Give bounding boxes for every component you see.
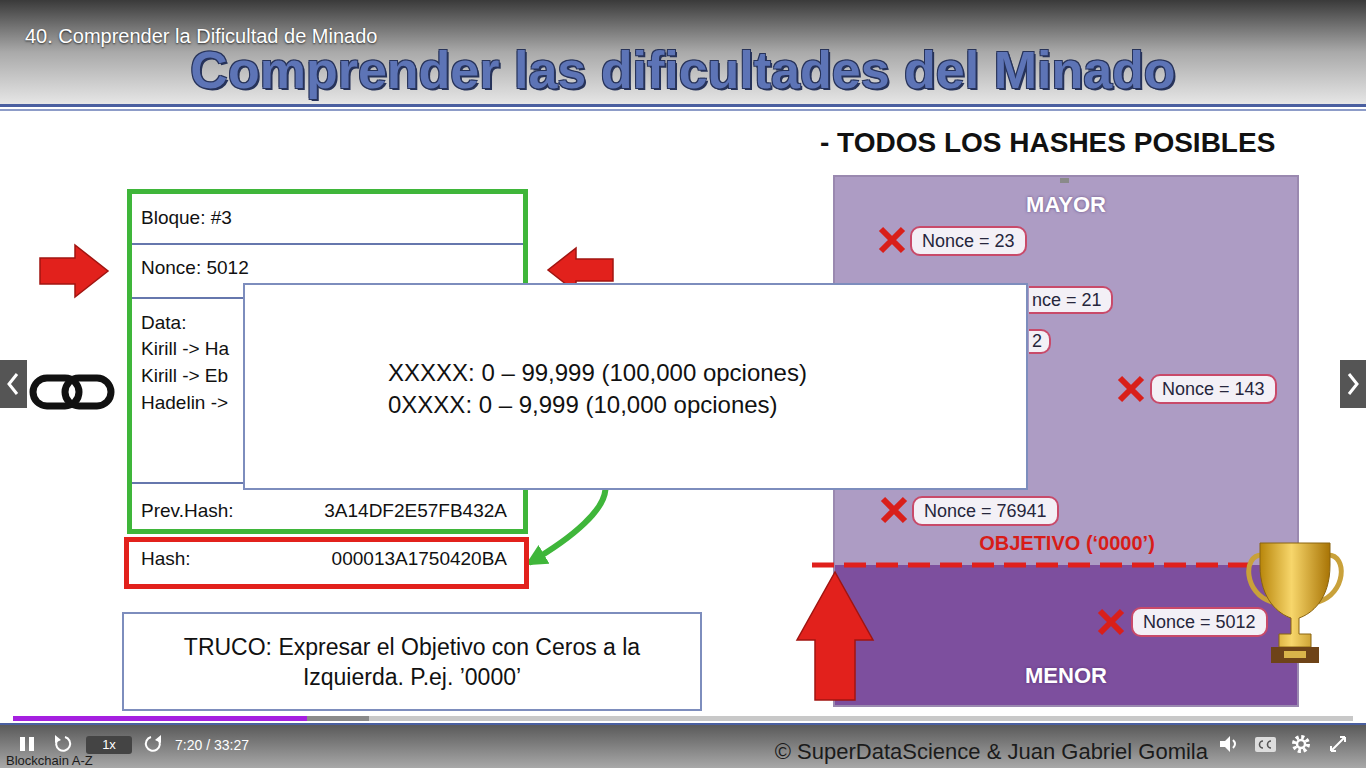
block-box-text: Kirill -> Ha [141,338,229,360]
volume-icon [1233,740,1235,748]
winning-pill: Nonce = 5012 [1131,607,1268,637]
hash-box-text: 000013A1750420BA [332,548,507,570]
block-box-text: Prev.Hash: [141,500,234,522]
reject-mark [1100,611,1122,633]
popup-box-text: XXXXX: 0 – 99,999 (100,000 opciones) [388,359,807,387]
block-box-text: Data: [141,312,186,334]
title-band [0,0,1366,104]
hash-box: Hash: 000013A1750420BA [124,537,529,589]
reject-mark [883,499,905,521]
trophy-plate [1284,651,1306,658]
chain-ring [65,378,111,406]
block-box-text: Hadelin -> [141,392,228,414]
nonce-pill: Nonce = 76941 [912,496,1059,526]
nav-chevron [1349,374,1357,394]
pause-icon [29,737,34,751]
upper-zone-text: MAYOR [834,192,1298,218]
nav-button [1340,360,1366,408]
block-box-text: 3A14DF2E57FB432A [324,500,507,522]
trophy-cup [1260,543,1330,647]
hash-space-text: - TODOS LOS HASHES POSIBLES [820,126,1275,160]
speed-button [86,736,132,754]
nav-button [0,360,27,408]
reject-mark [1120,378,1142,400]
captions-icon [1255,737,1276,752]
hash-box-text: Hash: [141,548,191,570]
tip-box-text: TRUCO: Expresar el Objetivo con Ceros a … [146,632,678,692]
trophy-base [1271,647,1319,663]
up-arrow [797,572,873,700]
replay-icon [55,735,61,743]
trophy [1249,543,1342,663]
volume-icon [1220,736,1230,752]
title-rule [0,104,1366,107]
target-line [812,563,1256,568]
nonce-pill: Nonce = 143 [1150,374,1277,404]
top-marker [1060,178,1069,183]
lower-zone: MENOR Nonce = 5012 [834,565,1298,706]
lower-zone-fill [834,565,1298,706]
progress-track [13,716,1353,721]
tip-box: TRUCO: Expresar el Objetivo con Ceros a … [122,612,702,711]
settings-icon [1294,737,1308,751]
pointer-arrow [40,245,108,297]
nonce-pill-text: Nonce = 23 [922,228,1015,254]
nonce-pill-text: Nonce = 143 [1162,376,1265,402]
settings-icon [1297,740,1305,748]
fullscreen-icon [1331,737,1345,751]
speed-label: 1x [86,736,132,754]
video-title: 40. Comprender la Dificultad de Minado [25,24,377,48]
copyright-label: © SuperDataScience & Juan Gabriel Gomila [775,739,1208,765]
progress-buffered [13,716,369,721]
forward-icon [155,735,161,743]
block-box-text: Kirill -> Eb [141,365,228,387]
pause-icon [20,737,25,751]
course-label: Blockchain A-Z [6,753,93,768]
row-divider [132,243,523,245]
reject-mark [881,229,903,251]
chain-link-icon [33,378,111,406]
player-bar [0,725,1366,768]
winning-pill-text: Nonce = 5012 [1143,609,1256,635]
slide-title: Comprender las dificultades del Minado [0,40,1366,100]
block-box-text: Nonce: 5012 [141,257,249,279]
nav-chevron [9,374,17,394]
title-rule [0,109,1366,111]
popup-box: XXXXX: 0 – 99,999 (100,000 opciones) 0XXX… [243,283,1028,490]
time-label: 7:20 / 33:27 [175,737,249,753]
popup-box-text: 0XXXX: 0 – 9,999 (10,000 opciones) [388,391,778,419]
lower-zone-text: MENOR [834,663,1298,689]
nonce-pill: nce = 21 [1029,286,1113,314]
footer-rule [0,723,1366,725]
nonce-pill-text: Nonce = 76941 [924,498,1047,524]
progress-played [13,716,307,721]
target-label: OBJETIVO (‘0000’) [900,531,1234,555]
nonce-pill: 2 [1029,329,1051,354]
nonce-pill-text: 2 [1032,331,1042,352]
nonce-pill-text: nce = 21 [1032,288,1102,312]
captions-icon [1260,741,1272,748]
block-box-text: Bloque: #3 [141,207,232,229]
nonce-pill: Nonce = 23 [910,226,1027,256]
